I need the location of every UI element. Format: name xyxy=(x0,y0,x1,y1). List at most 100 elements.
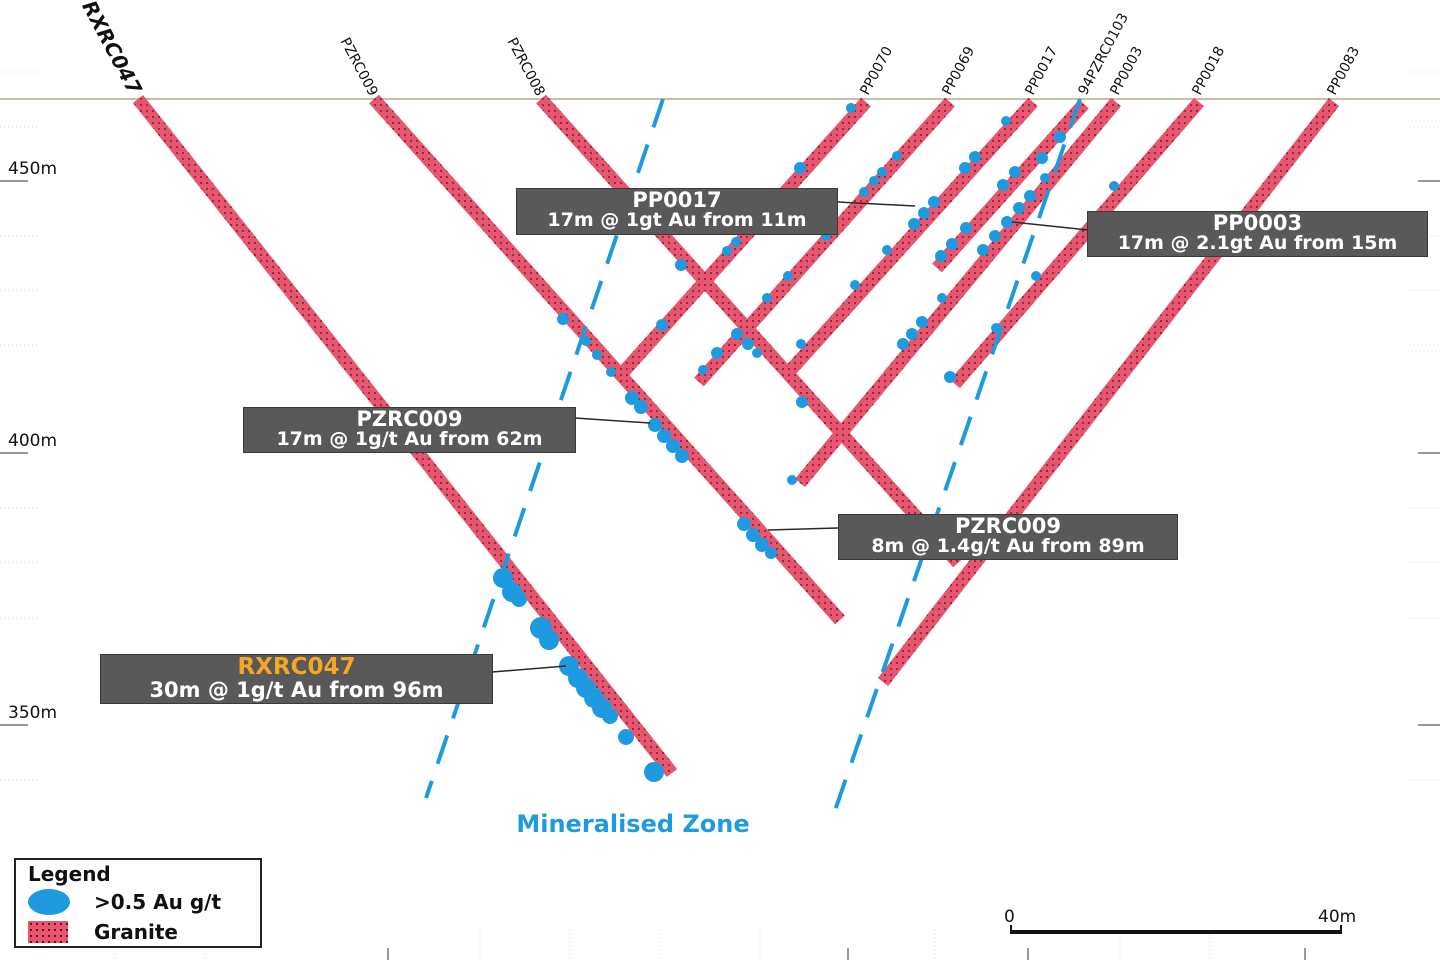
gold-intercept-marker xyxy=(755,538,769,552)
gold-intercept-marker xyxy=(1054,131,1066,143)
hole-label-pzrc009: PZRC009 xyxy=(337,35,381,99)
gold-intercept-marker xyxy=(1013,202,1025,214)
gold-intercept-marker xyxy=(765,547,777,559)
gold-intercept-marker xyxy=(960,222,972,234)
scale-bar-end: 40m xyxy=(1318,907,1356,927)
gold-intercept-marker xyxy=(946,238,958,250)
leader-pp0003 xyxy=(1011,221,1089,231)
gold-intercept-marker xyxy=(675,259,687,271)
legend-row-granite: Granite xyxy=(28,920,178,944)
gold-intercept-marker xyxy=(539,630,559,650)
elevation-axis: 450m 400m 350m xyxy=(0,159,1440,726)
gold-intercept-marker xyxy=(997,179,1009,191)
gold-intercept-marker xyxy=(762,293,772,303)
hole-trace-pp0018 xyxy=(950,97,1204,389)
legend-title: Legend xyxy=(28,862,111,886)
elevation-label-350: 350m xyxy=(8,703,57,723)
callout-rxrc047: RXRC047 30m @ 1g/t Au from 96m xyxy=(100,654,493,704)
gold-intercept-marker xyxy=(1109,181,1119,191)
gold-intercept-marker xyxy=(1024,190,1036,202)
gold-intercept-marker xyxy=(511,591,527,607)
gold-dot-icon xyxy=(28,889,70,915)
callout-title: PZRC009 xyxy=(954,514,1062,538)
hole-trace-pp0070 xyxy=(613,97,871,383)
gold-intercept-marker xyxy=(1031,271,1041,281)
scale-bar-start: 0 xyxy=(1004,907,1015,927)
gold-intercept-marker xyxy=(850,280,860,290)
callout-title: PZRC009 xyxy=(356,407,463,431)
gold-intercept-marker xyxy=(644,762,664,782)
gold-intercept-marker xyxy=(846,103,856,113)
gold-intercept-marker xyxy=(618,729,634,745)
gold-intercept-marker xyxy=(698,365,708,375)
hole-label-rxrc047: RXRC047 xyxy=(77,0,146,98)
gold-intercept-marker xyxy=(794,162,806,174)
gold-intercept-marker xyxy=(731,237,741,247)
callout-text: 8m @ 1.4g/t Au from 89m xyxy=(871,535,1145,558)
gold-intercept-marker xyxy=(731,328,743,340)
gold-intercept-marker xyxy=(977,244,989,256)
gold-intercept-marker xyxy=(877,167,887,177)
callout-text: 17m @ 1gt Au from 11m xyxy=(547,209,807,232)
hole-trace-pp0017 xyxy=(784,97,1038,377)
gold-intercept-marker xyxy=(752,348,762,358)
gold-intercept-marker xyxy=(897,338,909,350)
hole-label-pp0017: PP0017 xyxy=(1022,44,1061,98)
gold-intercept-marker xyxy=(869,176,879,186)
gold-intercept-marker xyxy=(783,271,793,281)
hole-label-pp0018: PP0018 xyxy=(1189,44,1228,98)
gold-intercept-marker xyxy=(656,319,668,331)
gold-intercept-marker xyxy=(1001,216,1013,228)
gold-intercept-marker xyxy=(882,245,892,255)
gold-intercept-marker xyxy=(711,347,723,359)
gold-intercept-marker xyxy=(625,391,639,405)
gold-intercept-marker xyxy=(746,528,760,542)
gold-intercept-marker xyxy=(592,350,602,360)
mineralised-zone-label: Mineralised Zone xyxy=(516,810,749,838)
gold-intercept-marker xyxy=(944,371,956,383)
legend-row-gold: >0.5 Au g/t xyxy=(28,889,221,915)
gold-intercept-marker xyxy=(892,151,902,161)
elevation-label-450: 450m xyxy=(8,159,57,179)
gold-intercept-marker xyxy=(648,418,662,432)
elevation-label-400: 400m xyxy=(8,431,57,451)
gold-intercept-marker xyxy=(1040,173,1050,183)
callout-pzrc009-b: PZRC009 8m @ 1.4g/t Au from 89m xyxy=(838,514,1178,560)
gold-intercept-marker xyxy=(1036,152,1048,164)
gold-intercept-marker xyxy=(937,293,947,303)
gold-intercept-marker xyxy=(859,187,869,197)
gold-intercept-marker xyxy=(918,207,930,219)
zone-boundary-east xyxy=(828,98,1082,826)
gold-intercept-marker xyxy=(602,708,618,724)
callout-pzrc009-a: PZRC009 17m @ 1g/t Au from 62m xyxy=(243,407,576,453)
gold-intercept-marker xyxy=(742,338,754,350)
gold-intercept-marker xyxy=(935,250,947,262)
leader-rxrc047 xyxy=(491,665,567,673)
gold-intercept-marker xyxy=(916,316,928,328)
callout-pp0003: PP0003 17m @ 2.1gt Au from 15m xyxy=(1087,211,1428,257)
callout-title: PP0003 xyxy=(1212,211,1303,235)
gold-intercept-marker xyxy=(657,429,671,443)
hole-trace-pzrc009 xyxy=(369,94,845,625)
callout-text: 17m @ 2.1gt Au from 15m xyxy=(1117,232,1398,255)
legend-granite-label: Granite xyxy=(94,920,178,944)
gold-intercept-marker xyxy=(796,339,806,349)
hole-trace-pp0003 xyxy=(794,97,1122,488)
gold-intercept-marker xyxy=(1009,166,1021,178)
callout-title: PP0017 xyxy=(632,188,722,212)
granite-swatch-icon xyxy=(28,921,68,943)
leader-pp0017 xyxy=(837,201,916,207)
gold-intercepts xyxy=(493,103,1119,782)
callout-text: 17m @ 1g/t Au from 62m xyxy=(276,428,543,451)
gold-intercept-marker xyxy=(928,196,940,208)
leader-pzrc009-b xyxy=(767,527,839,531)
gold-intercept-marker xyxy=(908,218,920,230)
gold-intercept-marker xyxy=(906,328,918,340)
gold-intercept-marker xyxy=(989,230,1001,242)
drill-holes xyxy=(132,94,1340,778)
hole-label-pp0070: PP0070 xyxy=(857,44,896,98)
gold-intercept-marker xyxy=(634,400,648,414)
leader-pzrc009-a xyxy=(574,417,651,424)
hole-label-pp0069: PP0069 xyxy=(939,44,978,98)
